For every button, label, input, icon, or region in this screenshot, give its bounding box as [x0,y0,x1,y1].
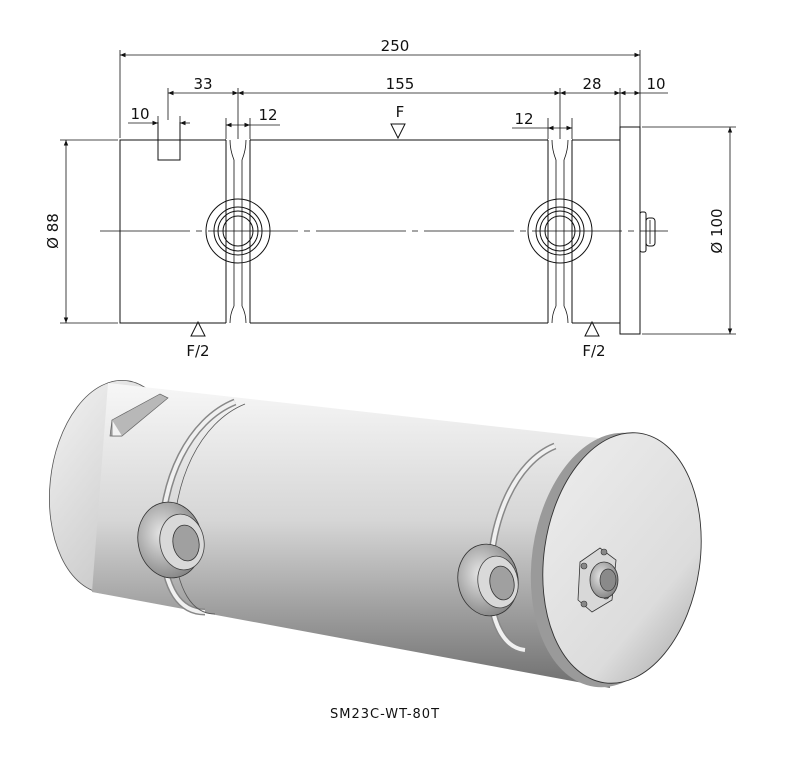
model-caption: SM23C-WT-80T [330,707,440,722]
dim-groove-width-left: 12 [258,106,277,124]
load-label-center: F [396,103,405,121]
dim-groove-width-right: 12 [514,110,533,128]
dim-to-first-groove: 33 [193,75,212,93]
dim-flange-thickness: 10 [646,75,665,93]
dim-groove-to-flange: 28 [582,75,601,93]
orthographic-view [60,50,736,337]
dim-flange-diameter: Ø 100 [708,208,726,253]
dim-slot-width: 10 [130,105,149,123]
isometric-view [48,379,702,688]
dim-groove-spacing: 155 [386,75,415,93]
dim-body-diameter: Ø 88 [44,213,62,249]
load-label-right: F/2 [582,342,605,360]
load-label-left: F/2 [186,342,209,360]
dim-overall-length: 250 [381,37,410,55]
